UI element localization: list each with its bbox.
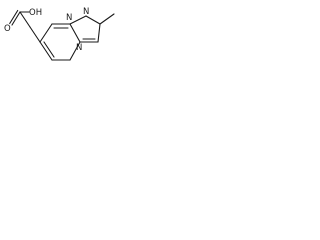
bond-ch2-ring	[29, 26, 41, 43]
chemical-structure-diagram: O OH N N N	[4, 7, 115, 61]
bond-c-o-double-a	[11, 11, 21, 26]
atom-label-ring-nitrogen-3: N	[76, 43, 82, 53]
bond-fused-3	[97, 23, 101, 43]
atom-label-hydroxyl: OH	[29, 8, 42, 18]
atom-label-carbonyl-oxygen: O	[4, 24, 11, 34]
bond-methyl	[99, 13, 115, 25]
bond-c-o-double-b	[9, 9, 19, 25]
atom-label-ring-nitrogen-2: N	[83, 7, 89, 17]
molecule-canvas: O OH N N N	[0, 0, 135, 66]
bond-ring-6	[39, 41, 53, 61]
bond-fused-2	[85, 15, 101, 25]
bond-ring-1	[39, 23, 53, 43]
atom-label-ring-nitrogen-1: N	[66, 13, 72, 23]
bond-ring-3	[69, 23, 81, 43]
bond-ring-inner-2	[43, 41, 55, 58]
bond-ring-4	[69, 41, 81, 61]
bond-fused-1	[69, 15, 87, 25]
bond-acid-ch2	[19, 11, 31, 28]
